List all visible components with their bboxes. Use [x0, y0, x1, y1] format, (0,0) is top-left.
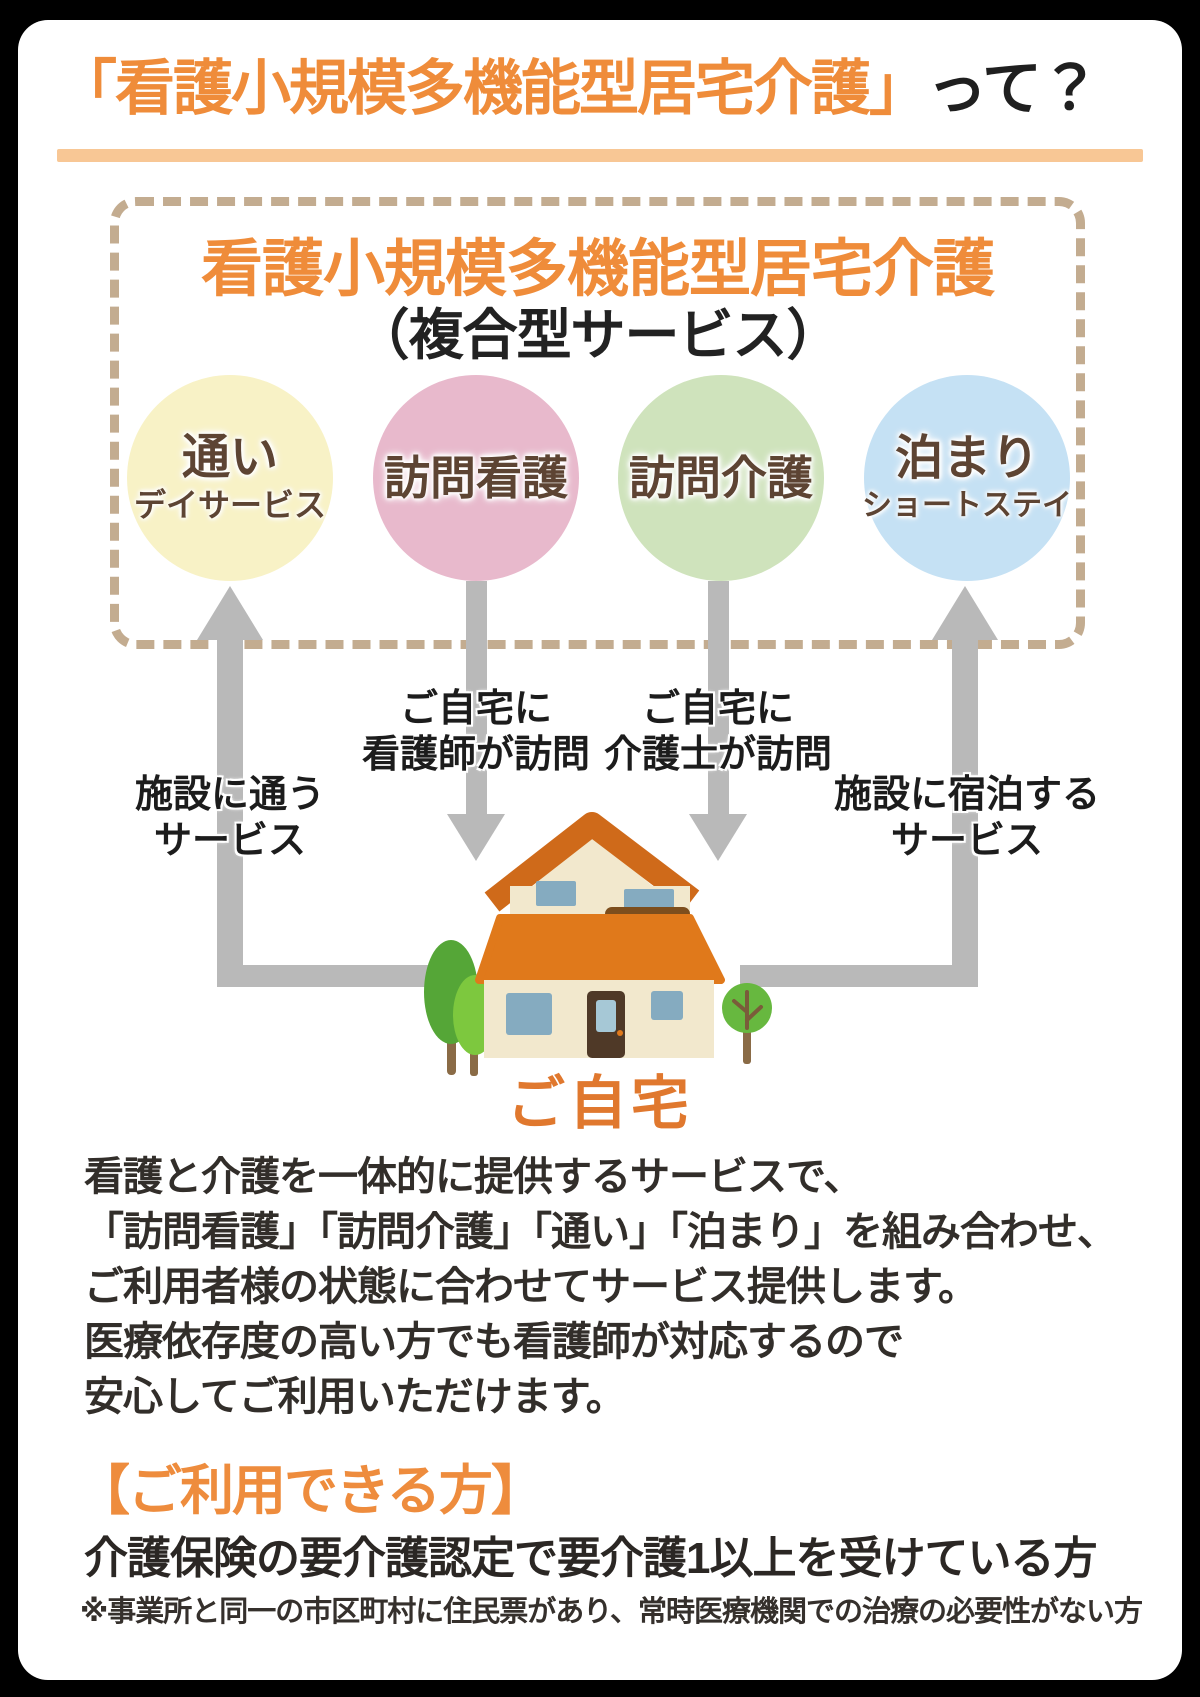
- eligibility-heading: 【ご利用できる方】: [76, 1461, 545, 1521]
- service-circle-label: 訪問看護: [384, 451, 568, 504]
- flow-label-line: 施設に宿泊する: [833, 774, 1100, 816]
- flow-label-line: 施設に通う: [134, 774, 325, 816]
- flow-label-line: ご自宅に: [399, 688, 552, 730]
- service-box-title: 看護小規模多機能型居宅介護: [200, 235, 995, 304]
- right-tree: [722, 983, 772, 1064]
- connector-left: [217, 965, 460, 987]
- eligibility-main: 介護保険の要介護認定で要介護1以上を受けている方: [84, 1534, 1097, 1583]
- flow-label-mid-right: ご自宅に 介護士が訪問: [508, 686, 928, 778]
- service-circle-label: 訪問介護: [629, 451, 813, 504]
- flow-label-left: 施設に通う サービス: [20, 772, 440, 864]
- service-circle-tomari: 泊まり ショートステイ: [862, 375, 1072, 581]
- arrow-down-left-shaft: [466, 581, 487, 817]
- service-circle-homon-kaigo: 訪問介護: [618, 375, 824, 581]
- house-icon: [424, 812, 772, 1076]
- service-circle-sublabel: デイサービス: [133, 487, 326, 524]
- description-line: 安心してご利用いただけます。: [84, 1375, 626, 1419]
- description-line: 「訪問看護」「訪問介護」「通い」「泊まり」を組み合わせ、: [84, 1210, 1117, 1254]
- connector-right: [740, 965, 978, 987]
- service-circle-sublabel: ショートステイ: [862, 489, 1072, 523]
- service-circle-homon-kango: 訪問看護: [373, 375, 579, 581]
- title-underline: [57, 149, 1143, 162]
- flow-label-line: サービス: [153, 820, 306, 862]
- page-title-bracketed: 「看護小規模多機能型居宅介護」: [57, 55, 929, 122]
- arrow-down-right-shaft: [708, 581, 729, 817]
- service-circle-label: 通い: [181, 431, 278, 484]
- house-body: [475, 812, 725, 1058]
- flow-label-line: ご自宅に: [641, 688, 794, 730]
- page-title-question: って？: [927, 55, 1100, 122]
- description-line: 医療依存度の高い方でも看護師が対応するので: [84, 1320, 904, 1364]
- arrow-up-left-icon: [197, 586, 263, 640]
- eligibility-note: ※事業所と同一の市区町村に住民票があり、常時医療機関での治療の必要性がない方: [80, 1596, 1143, 1628]
- description-line: ご利用者様の状態に合わせてサービス提供します。: [84, 1265, 978, 1309]
- arrow-down-right-icon: [689, 814, 747, 861]
- flow-label-line: サービス: [890, 820, 1043, 862]
- service-box: [110, 197, 1085, 649]
- description-line: 看護と介護を一体的に提供するサービスで、: [84, 1155, 863, 1199]
- flow-label-right: 施設に宿泊する サービス: [757, 772, 1177, 864]
- service-circle-label: 泊まり: [894, 432, 1039, 486]
- service-circle-kayoi: 通い デイサービス: [127, 375, 333, 581]
- arrow-up-left-shaft: [217, 636, 243, 987]
- flow-label-line: 看護師が訪問: [361, 734, 590, 776]
- flow-label-mid-left: ご自宅に 看護師が訪問: [266, 686, 686, 778]
- arrow-down-left-icon: [447, 814, 505, 861]
- description-paragraph: 看護と介護を一体的に提供するサービスで、 「訪問看護」「訪問介護」「通い」「泊ま…: [84, 1150, 1144, 1425]
- home-label: ご自宅: [506, 1071, 693, 1136]
- arrow-up-right-shaft: [952, 636, 978, 987]
- flow-label-line: 介護士が訪問: [603, 734, 832, 776]
- service-box-subtitle: （複合型サービス）: [354, 304, 841, 366]
- page-title: 「看護小規模多機能型居宅介護」って？: [57, 56, 1147, 122]
- arrow-up-right-icon: [932, 586, 998, 640]
